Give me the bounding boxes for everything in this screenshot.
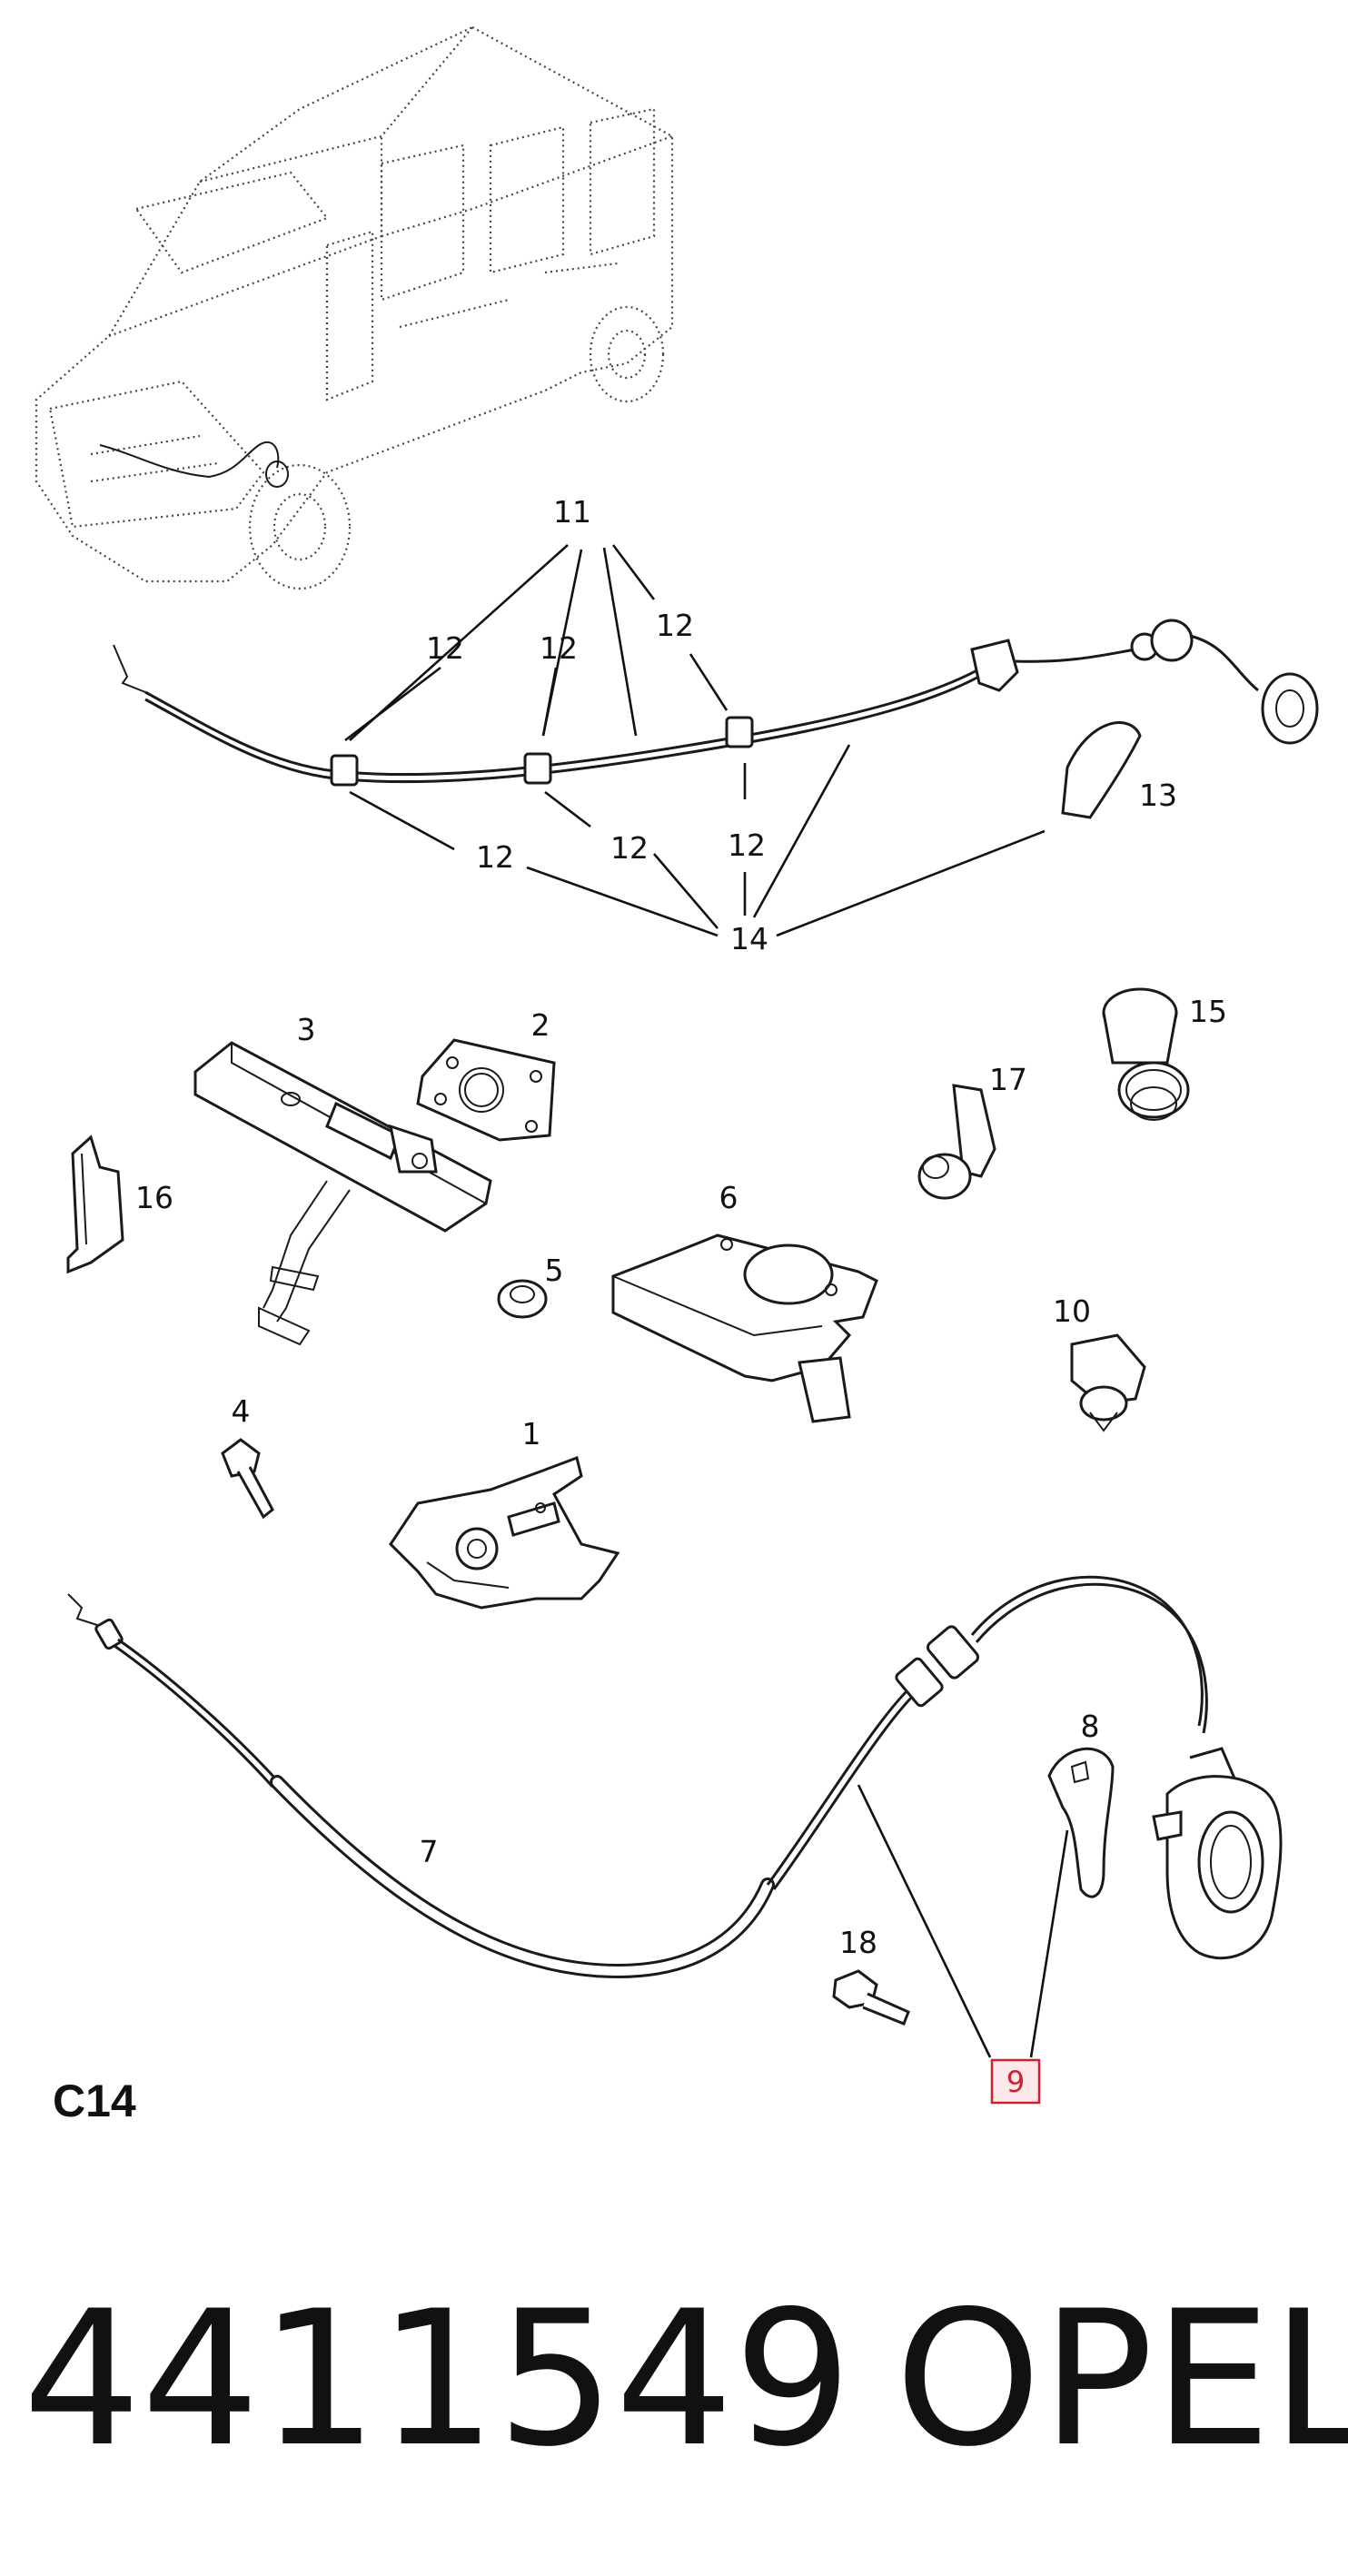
callout-9-box[interactable] [990,2058,1041,2105]
callout-13: 13 [1139,778,1177,813]
part-8-lever [1047,1747,1115,1898]
part-7-cable [67,1575,1208,1979]
callout-12-b: 12 [540,630,578,666]
release-lever-13 [1061,721,1142,819]
callout-18: 18 [839,1925,877,1960]
section-code: C14 [53,2076,136,2126]
callout-12-c: 12 [656,608,694,643]
part-10-clip [1070,1333,1146,1432]
callout-16: 16 [135,1180,173,1215]
van-illustration [35,25,674,590]
callout-9[interactable]: 9 [1006,2065,1025,2099]
part-2-gasket [416,1038,556,1142]
part-17-retainer [917,1084,996,1200]
part-16-clip [66,1134,124,1274]
part-15-bumper [1102,987,1190,1121]
upper-leader-lines [344,544,1046,937]
callout-5: 5 [545,1253,564,1288]
cable-end-bracket [1152,1747,1283,1960]
part-18-bolt [832,1969,910,2026]
brand-name: OPEL [895,2272,1348,2488]
callout-1: 1 [522,1416,541,1451]
callout-10: 10 [1053,1293,1091,1329]
callout-8: 8 [1081,1709,1100,1744]
upper-cable-assembly [113,619,1319,787]
callout-7: 7 [420,1834,439,1869]
callout-12-a: 12 [426,630,464,666]
part-3-bracket [193,1041,492,1346]
part-4-bolt [221,1438,274,1520]
part-1-lock [389,1456,620,1610]
part-5-nut [497,1279,548,1319]
callout-14: 14 [730,921,768,956]
part-6-housing [611,1234,878,1423]
callout-12-f: 12 [728,827,766,863]
callout-12-e: 12 [610,830,649,866]
callout-3: 3 [297,1012,316,1047]
callout-9-highlight[interactable]: 9 [990,2058,1041,2105]
callout-15: 15 [1189,994,1227,1029]
callout-12-d: 12 [476,839,514,875]
leader-9-a [857,1784,992,2058]
callout-6: 6 [719,1180,738,1215]
leader-9-b [1029,1829,1069,2058]
callout-2: 2 [531,1007,550,1043]
part-number: 4411549 [23,2272,852,2488]
callout-11: 11 [553,494,591,530]
callout-4: 4 [232,1393,251,1429]
callout-17: 17 [989,1062,1027,1097]
